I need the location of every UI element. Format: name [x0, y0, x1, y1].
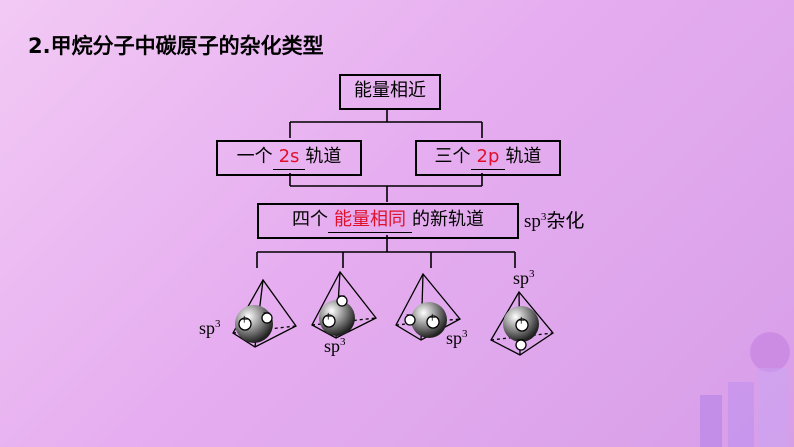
box-new-orbitals: 四个能量相同的新轨道	[257, 203, 519, 239]
box-energy-similar-label: 能量相近	[354, 80, 426, 101]
box-2p-prefix: 三个	[434, 146, 471, 167]
minus-sign-1: −	[263, 305, 271, 320]
minus-sign-2: −	[338, 288, 346, 303]
plus-sign-4: +	[517, 313, 526, 329]
tetrahedron-1	[232, 278, 297, 348]
decorative-corner	[700, 332, 790, 447]
box-new-prefix: 四个	[292, 209, 328, 230]
tetrahedron-3	[395, 272, 462, 341]
answer-2p: 2p	[476, 146, 500, 167]
plus-sign-3: +	[428, 310, 437, 326]
box-new-suffix: 的新轨道	[412, 209, 484, 230]
box-energy-similar: 能量相近	[339, 74, 441, 110]
minus-sign-4: −	[517, 332, 525, 347]
box-2s-suffix: 轨道	[305, 146, 342, 167]
orbital-label-1: sp3	[199, 318, 221, 338]
orbital-label-4: sp3	[513, 268, 535, 288]
orbital-label-3: sp3	[446, 328, 468, 348]
answer-2s: 2s	[278, 146, 300, 167]
slide-title: 2.甲烷分子中碳原子的杂化类型	[28, 34, 324, 58]
box-2p-suffix: 轨道	[505, 146, 542, 167]
orbital-label-2: sp3	[324, 336, 346, 356]
minus-sign-3: −	[406, 307, 414, 322]
plus-sign-2: +	[324, 309, 333, 325]
hybridization-label: sp3杂化	[524, 210, 585, 232]
tetrahedron-2	[311, 270, 378, 339]
tetrahedron-4	[490, 290, 554, 356]
box-2s-prefix: 一个	[236, 146, 273, 167]
answer-same-energy: 能量相同	[334, 209, 406, 230]
plus-sign-1: +	[240, 312, 249, 328]
